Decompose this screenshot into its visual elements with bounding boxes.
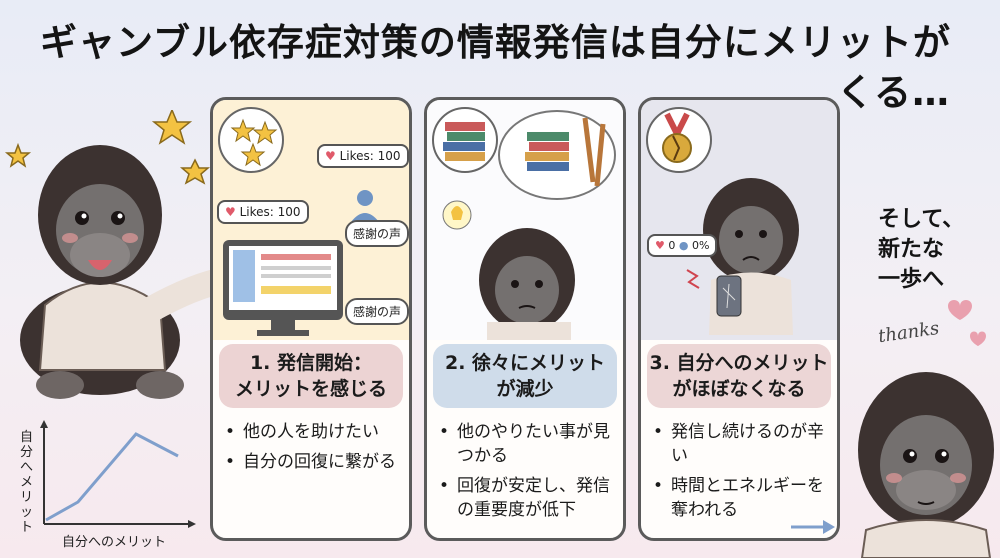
likes-label-1: Likes: 100	[339, 149, 401, 163]
heart-icon: ♥	[325, 149, 336, 163]
happy-gorilla-illustration	[4, 110, 238, 399]
stage-2-bullets: 他のやりたい事が見つかる 回復が安定し、発信の重要度が低下	[439, 420, 619, 528]
mini-chart-xlabel: 自分へのメリット	[62, 535, 167, 550]
list-item: 発信し続けるのが辛い	[653, 420, 833, 468]
person-icon: ●	[678, 239, 689, 252]
mini-chart-ylabel: 自分へメリット	[20, 430, 34, 535]
list-item: 他の人を助けたい	[225, 420, 405, 444]
list-item: 時間とエネルギーを奪われる	[653, 474, 833, 522]
stage-1-heading: 1. 発信開始： メリットを感じる	[219, 344, 403, 408]
stats-percent: 0%	[691, 239, 710, 252]
paintbrush-icon	[582, 117, 596, 183]
star-icon	[230, 118, 256, 143]
next-step-line3: 一歩へ	[878, 267, 945, 292]
stage-3-bullets: 発信し続けるのが辛い 時間とエネルギーを奪われる	[653, 420, 833, 528]
thanks-bubble-1: 感謝の声	[345, 220, 409, 247]
thanks-label-1: 感謝の声	[353, 227, 402, 241]
star-icon	[240, 142, 266, 167]
heart-icon	[948, 300, 972, 320]
title-line-1: ギャンブル依存症対策の情報発信は自分にメリットが	[40, 21, 951, 64]
stage-card-2: 2. 徐々にメリット が減少 他のやりたい事が見つかる 回復が安定し、発信の重要…	[424, 97, 626, 541]
next-step-line2: 新たな	[878, 237, 945, 262]
page-title: ギャンブル依存症対策の情報発信は自分にメリットが くる…	[40, 18, 980, 118]
list-item: 他のやりたい事が見つかる	[439, 420, 619, 468]
stage-2-heading-line1: 2. 徐々にメリット	[444, 352, 606, 374]
star-icon	[4, 142, 32, 168]
paintbrush-icon	[594, 123, 606, 187]
thanks-bubble-2: 感謝の声	[345, 298, 409, 325]
stage-1-heading-line2: メリットを感じる	[234, 378, 387, 400]
thanks-script: thanks	[876, 317, 941, 348]
star-icon	[151, 110, 193, 145]
hearts-decoration	[948, 300, 986, 346]
list-item: 自分の回復に繋がる	[225, 450, 405, 474]
stage-2-heading: 2. 徐々にメリット が減少	[433, 344, 617, 408]
lightbulb-icon	[451, 206, 463, 220]
heart-icon: ♥	[655, 239, 665, 252]
stage-card-1: ♥ Likes: 100 ♥ Likes: 100 感謝の声 感謝の声 1. 発…	[210, 97, 412, 541]
next-step-line1: そして、	[878, 207, 965, 232]
books-icon	[445, 122, 485, 131]
stage-1-bullets: 他の人を助けたい 自分の回復に繋がる	[225, 420, 405, 480]
star-icon	[179, 158, 211, 185]
stats-bubble: ♥ 0 ● 0%	[647, 234, 718, 257]
mini-chart-line	[45, 432, 179, 522]
likes-label-2: Likes: 100	[239, 205, 301, 219]
thanks-label-2: 感謝の声	[353, 305, 402, 319]
list-item: 回復が安定し、発信の重要度が低下	[439, 474, 619, 522]
mini-line-chart	[40, 420, 196, 528]
heart-icon	[970, 331, 986, 346]
next-step-text: そして、 新たな 一歩へ	[878, 205, 964, 295]
calm-gorilla-illustration	[858, 372, 994, 558]
stage-3-illustration	[641, 100, 837, 340]
stage-3-heading-line1: 3. 自分へのメリット	[649, 352, 829, 374]
stage-2-illustration	[427, 100, 623, 340]
stage-2-heading-line2: が減少	[496, 378, 554, 400]
star-icon	[252, 120, 278, 145]
stage-3-heading: 3. 自分へのメリット がほぼなくなる	[647, 344, 831, 408]
stage-1-heading-line1: 1. 発信開始：	[249, 352, 373, 374]
stage-3-heading-line2: がほぼなくなる	[672, 378, 806, 400]
books-icon	[527, 132, 569, 141]
arrow-right-icon	[791, 520, 835, 534]
likes-bubble-2: ♥ Likes: 100	[217, 200, 309, 224]
stage-card-3: ♥ 0 ● 0% 3. 自分へのメリット がほぼなくなる 発信し続けるのが辛い …	[638, 97, 840, 541]
heart-icon: ♥	[225, 205, 236, 219]
title-line-2: くる…	[836, 71, 950, 114]
phone-icon	[716, 275, 742, 317]
stats-zero: 0	[668, 239, 676, 252]
likes-bubble-1: ♥ Likes: 100	[317, 144, 409, 168]
